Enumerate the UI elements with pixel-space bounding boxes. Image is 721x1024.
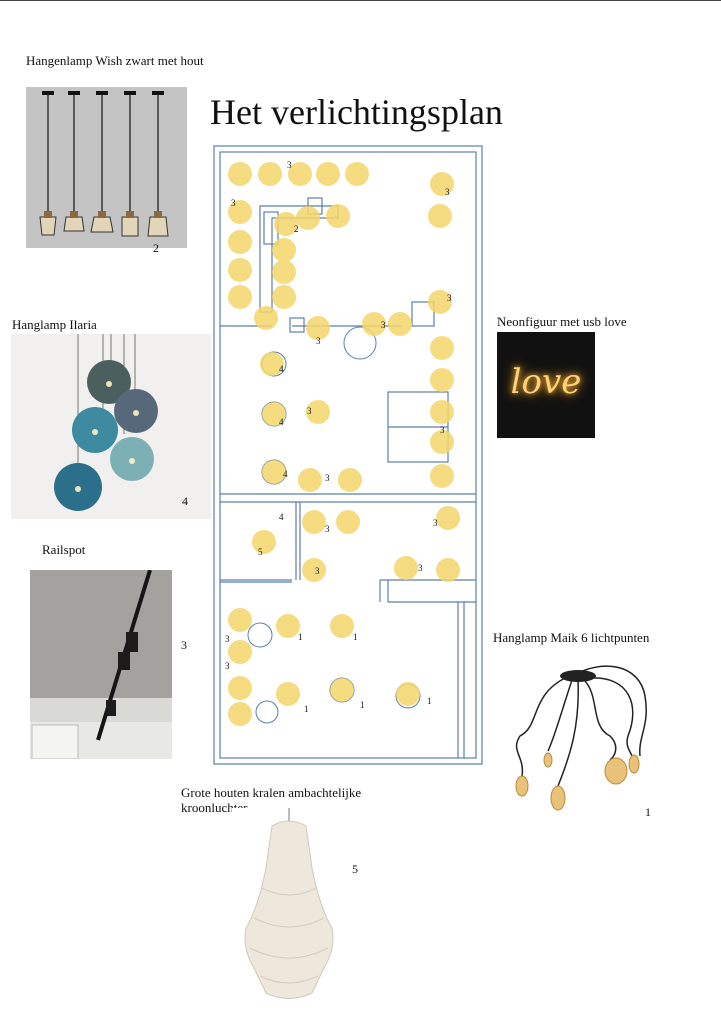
caption-neon: Neonfiguur met usb love bbox=[497, 314, 627, 329]
maik-number: 1 bbox=[645, 805, 651, 819]
plan-label: 3 bbox=[287, 160, 292, 170]
plan-light-spot bbox=[260, 352, 284, 376]
plan-label: 4 bbox=[279, 512, 284, 522]
neon-love-photo: love bbox=[497, 332, 595, 438]
chandelier-number: 5 bbox=[352, 862, 358, 876]
plan-light-spot bbox=[228, 258, 252, 282]
plan-light-spot bbox=[262, 460, 286, 484]
plan-light-spot bbox=[436, 506, 460, 530]
plan-light-spot bbox=[276, 682, 300, 706]
plan-light-spot bbox=[306, 316, 330, 340]
caption-wish: Hangenlamp Wish zwart met hout bbox=[26, 53, 204, 68]
plan-label: 3 bbox=[325, 524, 330, 534]
plan-label: 5 bbox=[258, 547, 263, 557]
railspot-photo bbox=[30, 570, 172, 759]
plan-light-spot bbox=[428, 204, 452, 228]
plan-label: 3 bbox=[307, 406, 312, 416]
plan-light-spot bbox=[362, 312, 386, 336]
plan-light-spot bbox=[272, 285, 296, 309]
plan-light-spot bbox=[228, 200, 252, 224]
plan-light-spot bbox=[330, 678, 354, 702]
plan-light-spot bbox=[298, 468, 322, 492]
plan-light-spot bbox=[436, 558, 460, 582]
plan-light-spot bbox=[274, 212, 298, 236]
plan-light-spot bbox=[330, 614, 354, 638]
plan-label: 3 bbox=[225, 661, 230, 671]
top-border bbox=[0, 0, 721, 1]
plan-label: 2 bbox=[294, 224, 299, 234]
plan-light-spot bbox=[302, 558, 326, 582]
caption-maik: Hanglamp Maik 6 lichtpunten bbox=[493, 630, 650, 645]
plan-light-spot bbox=[228, 285, 252, 309]
caption-chandelier: Grote houten kralen ambachtelijke kroonl… bbox=[181, 785, 362, 815]
plan-light-spot bbox=[262, 402, 286, 426]
wish-pendants-photo bbox=[26, 87, 187, 248]
plan-label: 1 bbox=[304, 704, 309, 714]
page-title: Het verlichtingsplan bbox=[210, 92, 503, 132]
plan-light-spot bbox=[302, 510, 326, 534]
plan-light-spot bbox=[430, 172, 454, 196]
plan-light-spot bbox=[430, 464, 454, 488]
wish-number: 2 bbox=[153, 241, 159, 255]
plan-light-spot bbox=[394, 556, 418, 580]
plan-label: 4 bbox=[279, 364, 284, 374]
plan-label: 3 bbox=[381, 320, 386, 330]
plan-label: 3 bbox=[225, 634, 230, 644]
plan-light-spot bbox=[228, 162, 252, 186]
plan-light-spot bbox=[288, 162, 312, 186]
plan-light-spot bbox=[228, 640, 252, 664]
plan-light-spot bbox=[228, 230, 252, 254]
plan-light-spot bbox=[430, 368, 454, 392]
plan-label: 3 bbox=[316, 336, 321, 346]
neon-love-text: love bbox=[510, 362, 582, 402]
plan-label: 3 bbox=[447, 293, 452, 303]
plan-label: 3 bbox=[440, 425, 445, 435]
plan-light-spot bbox=[430, 430, 454, 454]
ilaria-pendant-photo bbox=[11, 334, 211, 519]
maik-pendant-photo bbox=[510, 656, 656, 820]
plan-light-spot bbox=[388, 312, 412, 336]
plan-label: 1 bbox=[360, 700, 365, 710]
plan-light-spot bbox=[272, 238, 296, 262]
plan-label: 3 bbox=[231, 198, 236, 208]
plan-label: 1 bbox=[298, 632, 303, 642]
plan-light-spot bbox=[306, 400, 330, 424]
plan-light-spot bbox=[276, 614, 300, 638]
plan-label: 3 bbox=[418, 563, 423, 573]
plan-light-spot bbox=[254, 306, 278, 330]
plan-label: 4 bbox=[283, 469, 288, 479]
ilaria-number: 4 bbox=[182, 494, 188, 508]
plan-label: 1 bbox=[427, 696, 432, 706]
plan-label: 3 bbox=[445, 187, 450, 197]
plan-light-spot bbox=[228, 702, 252, 726]
plan-light-spot bbox=[338, 468, 362, 492]
plan-light-spot bbox=[272, 260, 296, 284]
chandelier-photo bbox=[232, 808, 347, 1004]
plan-label: 1 bbox=[353, 632, 358, 642]
plan-light-spot bbox=[326, 204, 350, 228]
plan-light-spot bbox=[258, 162, 282, 186]
railspot-number: 3 bbox=[181, 638, 187, 652]
caption-ilaria: Hanglamp Ilaria bbox=[12, 317, 97, 332]
plan-label: 4 bbox=[279, 417, 284, 427]
plan-light-spot bbox=[228, 676, 252, 700]
floor-plan: 3 3 2 3 3 3 3 4 4 3 4 3 3 4 3 5 3 3 3 3 1 1 3 1 1 1 bbox=[212, 142, 484, 767]
plan-light-spot bbox=[336, 510, 360, 534]
plan-light-spot bbox=[252, 530, 276, 554]
plan-label: 3 bbox=[315, 566, 320, 576]
plan-light-spot bbox=[316, 162, 340, 186]
caption-railspot: Railspot bbox=[42, 542, 86, 557]
plan-label: 3 bbox=[325, 473, 330, 483]
plan-light-spot bbox=[430, 400, 454, 424]
plan-light-spot bbox=[396, 682, 420, 706]
plan-light-spot bbox=[228, 608, 252, 632]
plan-light-spot bbox=[430, 336, 454, 360]
plan-light-spot bbox=[428, 290, 452, 314]
plan-light-spot bbox=[296, 206, 320, 230]
plan-label: 3 bbox=[433, 518, 438, 528]
plan-light-spot bbox=[345, 162, 369, 186]
